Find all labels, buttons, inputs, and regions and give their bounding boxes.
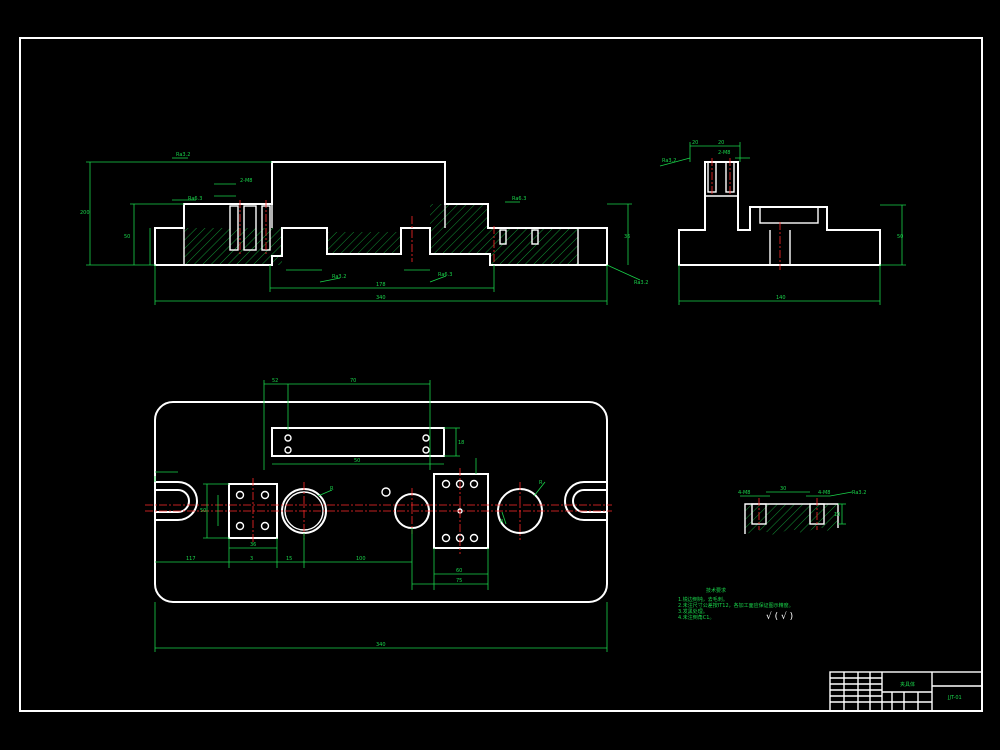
front-view-hatch-right — [430, 204, 578, 265]
front-view-hatch-mid — [327, 232, 401, 254]
detail-dim-depth: 10 — [834, 512, 840, 518]
front-dim-ra-corner: Ra3.2 — [634, 280, 648, 286]
plan-dim-block-r: 60 — [456, 568, 462, 574]
detail-dim-right: 4-M8 — [818, 490, 830, 496]
tech-note-3: 3.发黑处理。 — [678, 608, 708, 615]
front-view-hatch-left — [184, 228, 282, 265]
title-block-part-name: 夹具体 — [900, 681, 915, 688]
tech-note-2: 2.未注尺寸公差按IT12，各加工面应保证图示精度。 — [678, 602, 794, 609]
side-view-outline — [678, 161, 881, 266]
detail-dim-ra: Ra3.2 — [852, 490, 866, 496]
plan-dim-a: 3 — [250, 556, 253, 562]
front-dim-height: 200 — [80, 210, 90, 216]
plan-dim-block-height: 50 — [200, 508, 206, 514]
detail-dim-left: 4-M8 — [738, 490, 750, 496]
title-block-drawing-no: JJT-01 — [947, 695, 962, 701]
front-dim-ra-right: Ra6.3 — [512, 196, 526, 202]
plan-view-outline — [154, 401, 608, 603]
front-dim-ra-bottom-2: Ra6.3 — [438, 272, 452, 278]
plan-view: R R R 70 18 50 52 36 50 100 117 3 15 60 … — [145, 378, 612, 652]
plan-dim-center: 100 — [356, 556, 366, 562]
drawing-border — [19, 37, 983, 712]
roughness-symbol: √ ( √ ) — [766, 611, 793, 622]
tech-note-1: 1.锐边倒钝，去毛刺。 — [678, 596, 728, 603]
tech-notes-title: 技术要求 — [706, 587, 726, 594]
front-dim-ra-bottom: Ra3.2 — [332, 274, 346, 280]
side-dim-ra: Ra3.2 — [662, 158, 676, 164]
plan-dim-bore-2: R — [500, 519, 504, 525]
plan-dim-block-r-total: 75 — [456, 578, 462, 584]
plan-dim-slot-length: 70 — [350, 378, 356, 384]
side-dim-thread: 2-M8 — [718, 150, 730, 156]
side-dim-b: 20 — [718, 140, 724, 146]
detail-view: 4-M8 30 4-M8 Ra3.2 10 — [738, 486, 866, 536]
u-slot-left — [155, 481, 198, 521]
front-dim-step: 50 — [124, 234, 130, 240]
side-dim-a: 20 — [692, 140, 698, 146]
plan-dim-left-offset: 117 — [186, 556, 196, 562]
detail-view-hatch — [745, 504, 838, 536]
detail-view-outline — [744, 503, 839, 534]
plan-slot — [271, 427, 445, 457]
front-dim-ra-top: Ra3.2 — [176, 152, 190, 158]
front-dim-right: 36 — [624, 234, 630, 240]
detail-dim-mid: 30 — [780, 486, 786, 492]
plan-dim-bore-3: R — [539, 480, 543, 486]
plan-dim-block-width: 36 — [250, 542, 256, 548]
plan-dim-bore-1: R — [330, 486, 334, 492]
front-view: Ra3.2 Ra6.3 2-M8 200 50 36 178 340 Ra6.3… — [80, 152, 648, 305]
side-view: 20 20 2-M8 Ra3.2 50 140 — [659, 140, 906, 305]
plan-dim-total: 340 — [376, 642, 386, 648]
plan-dim-slot-width: 18 — [458, 440, 464, 446]
plan-dim-slot-inner: 50 — [354, 458, 360, 464]
front-dim-inner-length: 178 — [376, 282, 386, 288]
plan-dim-b: 15 — [286, 556, 292, 562]
front-dim-thread: 2-M8 — [240, 178, 252, 184]
plan-dim-slot-offset: 52 — [272, 378, 278, 384]
title-block: 夹具体 JJT-01 — [829, 671, 983, 712]
front-dim-total-length: 340 — [376, 295, 386, 301]
tech-notes: 技术要求 1.锐边倒钝，去毛刺。 2.未注尺寸公差按IT12，各加工面应保证图示… — [678, 587, 794, 622]
tech-note-4: 4.未注倒角C1。 — [678, 614, 714, 621]
side-dim-width: 140 — [776, 295, 786, 301]
front-dim-ra-left: Ra6.3 — [188, 196, 202, 202]
side-dim-height: 50 — [897, 234, 903, 240]
u-slot-right — [564, 481, 607, 521]
